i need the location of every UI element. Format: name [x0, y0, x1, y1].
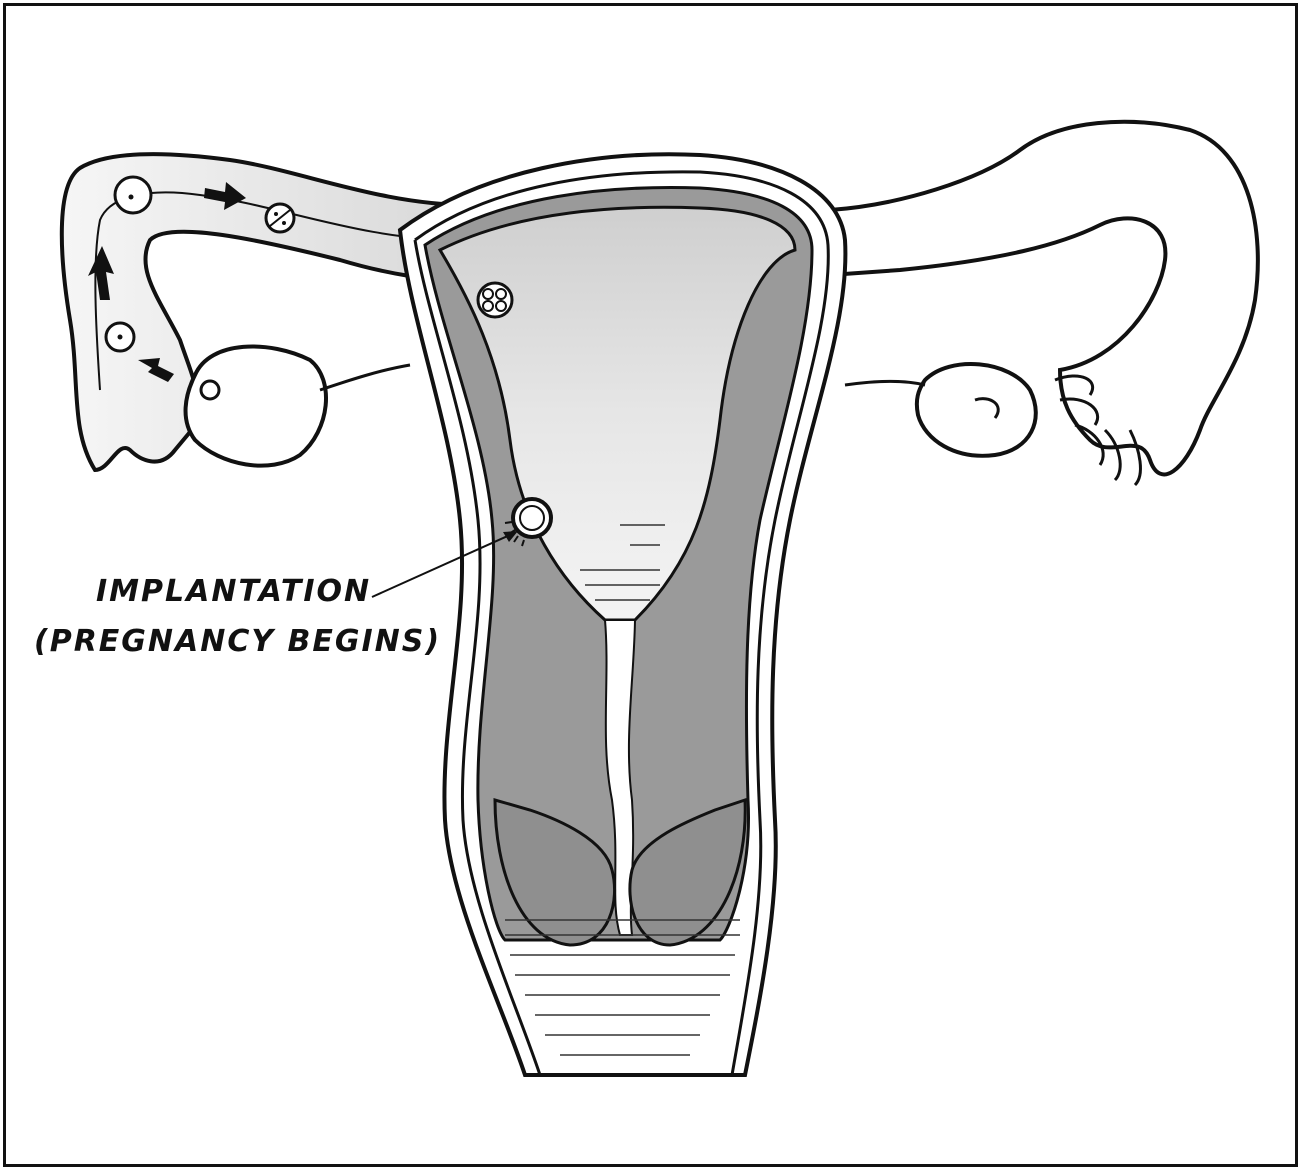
left-ovary [186, 346, 326, 465]
fertilized-cell-icon [266, 204, 294, 232]
right-ovary-ligament [845, 381, 925, 385]
left-ovary-ligament [320, 365, 410, 390]
implantation-label: IMPLANTATION [96, 577, 371, 607]
right-fallopian-tube [830, 122, 1258, 475]
right-ovary [917, 364, 1036, 456]
egg-in-ovary-icon [201, 381, 219, 399]
pregnancy-begins-label: (PREGNANCY BEGINS) [34, 627, 441, 657]
morula-icon [478, 283, 512, 317]
